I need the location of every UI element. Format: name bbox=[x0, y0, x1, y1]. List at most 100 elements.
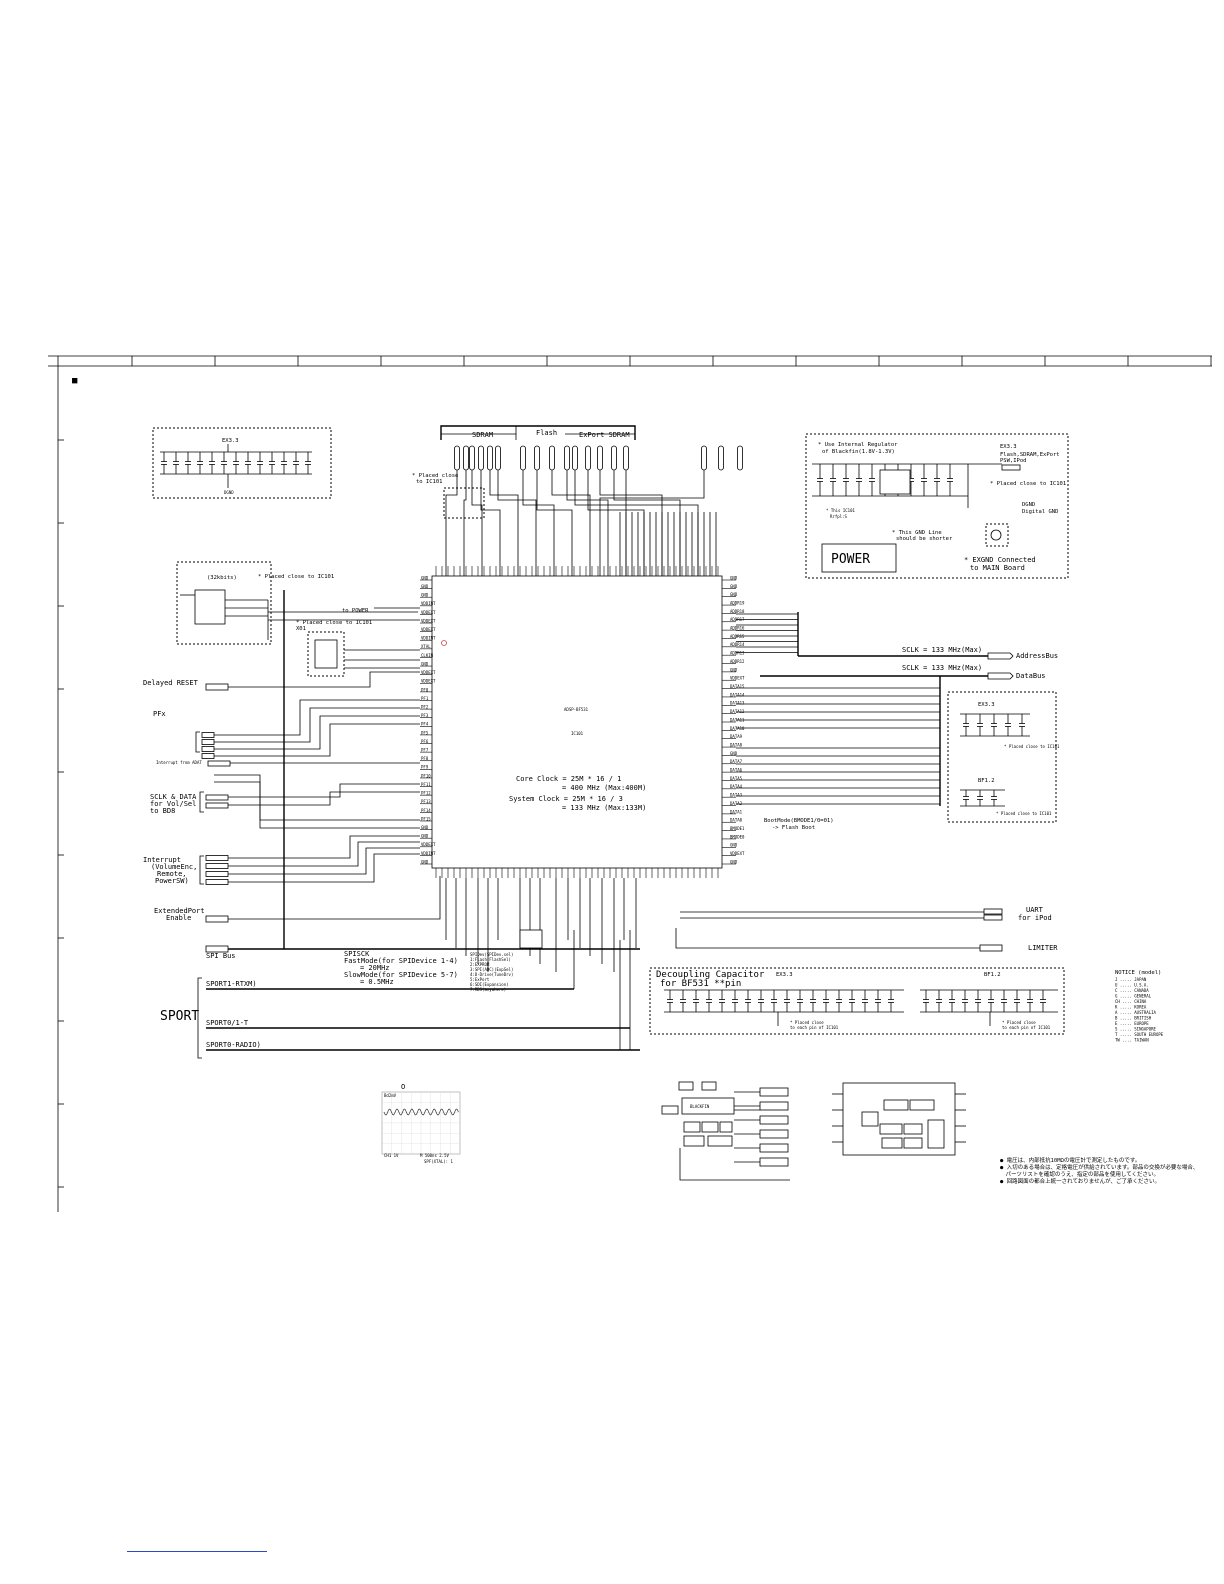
svg-text:B ..... BRITISH: B ..... BRITISH bbox=[1115, 1016, 1152, 1021]
sport-label: SPORT bbox=[160, 1009, 199, 1024]
interrupt-2: (VolumeEnc, bbox=[151, 863, 197, 871]
system-clock-line2: = 133 MHz (Max:133M) bbox=[562, 804, 646, 812]
ic-body bbox=[431, 575, 723, 869]
svg-text:ADDR14: ADDR14 bbox=[730, 642, 745, 647]
power-ex-1: EX3.3 bbox=[1000, 444, 1017, 450]
svg-text:E ..... EUROPE: E ..... EUROPE bbox=[1115, 1021, 1149, 1026]
svg-text:VDDEXT: VDDEXT bbox=[730, 851, 745, 856]
svg-text:GND: GND bbox=[421, 834, 429, 839]
ic-part-label: ADSP-BF531 bbox=[564, 707, 589, 712]
svg-text:GND: GND bbox=[421, 859, 429, 864]
svg-text:GND: GND bbox=[421, 584, 429, 589]
power-title-box bbox=[821, 543, 897, 573]
boot-mode-2: -> Flash Boot bbox=[772, 825, 815, 831]
reset-note-placed: * Placed close to IC101 bbox=[258, 574, 334, 580]
svg-text:PF10: PF10 bbox=[421, 773, 431, 778]
decoupling-left-note-2: to each pin of IC101 bbox=[790, 1025, 839, 1030]
svg-text:GND: GND bbox=[730, 667, 738, 672]
decoupling-right-note-2: to each pin of IC101 bbox=[1002, 1025, 1051, 1030]
interrupt-1: Interrupt bbox=[143, 856, 181, 864]
svg-text:6:SDI(Expansion): 6:SDI(Expansion) bbox=[470, 982, 509, 987]
power-this-ic-1: * This IC101 bbox=[826, 508, 855, 513]
svg-text:ADDR19: ADDR19 bbox=[730, 600, 745, 605]
xtal-block: to POWER * Placed close to IC101 X01 bbox=[296, 607, 420, 677]
delayed-reset-label: Delayed RESET bbox=[143, 679, 199, 687]
svg-text:PF4: PF4 bbox=[421, 722, 429, 727]
svg-text:DATA0: DATA0 bbox=[730, 818, 743, 823]
decoupling-block: Decoupling Capacitor for BF531 **pin EX3… bbox=[649, 967, 1065, 1035]
svg-text:ADDR16: ADDR16 bbox=[730, 626, 745, 631]
general-notes: ● 電圧は、内部抵抗10MΩの電圧計で測定したものです。 ● 入切のある場合は、… bbox=[1000, 1156, 1198, 1185]
reset-note-bits: (32kbits) bbox=[207, 575, 237, 581]
svg-text:BMODE0: BMODE0 bbox=[730, 834, 745, 839]
right-cap-bottom-note: * Placed close to IC101 bbox=[996, 811, 1052, 816]
svg-text:VDDINT: VDDINT bbox=[421, 601, 436, 606]
scope-foot-1: CH1 1V bbox=[384, 1153, 399, 1158]
svg-text:PF3: PF3 bbox=[421, 713, 429, 718]
decoupling-left-rail: EX3.3 bbox=[776, 972, 793, 978]
svg-text:3:SPI(ADC)(ExpSel): 3:SPI(ADC)(ExpSel) bbox=[470, 967, 513, 972]
limiter-label: LIMITER bbox=[1028, 944, 1058, 952]
xtal-ref: X01 bbox=[296, 626, 306, 632]
svg-text:VDDEXT: VDDEXT bbox=[421, 679, 436, 684]
power-placed: * Placed close to IC101 bbox=[990, 481, 1066, 487]
data-bus-label: DataBus bbox=[1016, 672, 1046, 680]
core-clock-line2: = 400 MHz (Max:400M) bbox=[562, 784, 646, 792]
svg-text:VDDEXT: VDDEXT bbox=[421, 627, 436, 632]
memory-bus-header: SDRAM Flash ExPort SDRAM * Placed close … bbox=[412, 425, 743, 576]
interrupt-3: Remote, bbox=[157, 870, 187, 878]
footer-link-underline[interactable] bbox=[127, 1551, 267, 1552]
placed-close-top-2: to IC101 bbox=[416, 479, 443, 485]
sport0-radio-label: SPORT0-RADIO) bbox=[206, 1041, 261, 1049]
placed-close-top-1: * Placed close bbox=[412, 473, 458, 479]
oscilloscope-waveform: O Bd2mV CH1 1V M 500ns 2.5V SPF(XTAL): 1 bbox=[381, 1083, 461, 1164]
svg-text:VDDEXT: VDDEXT bbox=[730, 676, 745, 681]
svg-text:PF8: PF8 bbox=[421, 756, 429, 761]
svg-text:PF11: PF11 bbox=[421, 782, 431, 787]
svg-text:K ..... KOREA: K ..... KOREA bbox=[1115, 1005, 1147, 1010]
svg-text:S ..... SINGAPORE: S ..... SINGAPORE bbox=[1115, 1027, 1157, 1032]
svg-text:DATA14: DATA14 bbox=[730, 692, 745, 697]
svg-text:DATA13: DATA13 bbox=[730, 701, 745, 706]
sclk-data-label: SCLK = 133 MHz(Max) bbox=[902, 664, 982, 672]
power-dgnd-2: Digital GND bbox=[1022, 509, 1058, 515]
export-sdram-label: ExPort SDRAM bbox=[579, 431, 630, 439]
svg-text:PF2: PF2 bbox=[421, 704, 429, 709]
svg-text:2:EXPROM: 2:EXPROM bbox=[470, 962, 490, 967]
power-gnd-line-2: should be shorter bbox=[896, 536, 953, 542]
svg-text:TW .... TAIWAN: TW .... TAIWAN bbox=[1115, 1038, 1149, 1043]
svg-text:GND: GND bbox=[421, 825, 429, 830]
power-ex-2: Flash,SDRAM,ExPort bbox=[1000, 452, 1060, 458]
spi-speed-4: SlowMode(for SPIDevice 5-7) bbox=[344, 971, 458, 979]
power-note-2: of Blackfin(1.8V-1.3V) bbox=[822, 449, 895, 455]
interrupt-from-label: Interrupt from ADAT bbox=[156, 760, 202, 765]
svg-text:DATA8: DATA8 bbox=[730, 742, 743, 747]
power-ex-3: PSW,IPod bbox=[1000, 458, 1027, 464]
svg-text:GND: GND bbox=[421, 661, 429, 666]
uart-label-2: for iPod bbox=[1018, 914, 1052, 922]
svg-text:DATA7: DATA7 bbox=[730, 759, 743, 764]
interrupt-4: PowerSW) bbox=[155, 877, 189, 885]
scope-foot-3: SPF(XTAL): 1 bbox=[424, 1159, 453, 1164]
svg-text:CH .... CHINA: CH .... CHINA bbox=[1115, 999, 1147, 1004]
xtal-placed-note: * Placed close to IC101 bbox=[296, 620, 372, 626]
svg-text:XTAL: XTAL bbox=[421, 644, 431, 649]
svg-text:PF12: PF12 bbox=[421, 791, 431, 796]
svg-text:ADDR13: ADDR13 bbox=[730, 651, 745, 656]
exgnd-note-2: to MAIN Board bbox=[970, 564, 1025, 572]
extended-port-1: ExtendedPort bbox=[154, 907, 205, 915]
sport1-label: SPORT1-RTXM) bbox=[206, 980, 257, 988]
svg-text:PF0: PF0 bbox=[421, 687, 429, 692]
note-line-4: ● 回路図面の都合上統一されておりませんが、ご了承ください。 bbox=[1000, 1177, 1160, 1185]
right-capacitor-block: EX3.3 * Placed close to IC101 BF1.2 * Pl… bbox=[947, 691, 1060, 823]
note-line-1: ● 電圧は、内部抵抗10MΩの電圧計で測定したものです。 bbox=[1000, 1156, 1140, 1164]
svg-text:VDDEXT: VDDEXT bbox=[421, 618, 436, 623]
ic-ref-label: IC101 bbox=[571, 731, 584, 736]
spi-bus-label: SPI Bus bbox=[206, 952, 236, 960]
right-cap-top-rail: EX3.3 bbox=[978, 702, 995, 708]
power-title: POWER bbox=[831, 552, 870, 567]
sclk-data-1: SCLK & DATA bbox=[150, 793, 197, 801]
sdram-label: SDRAM bbox=[472, 431, 493, 439]
svg-text:SPIDev(SPIDev.sel): SPIDev(SPIDev.sel) bbox=[470, 952, 513, 957]
sheet-frame: ■ bbox=[48, 355, 1212, 1212]
